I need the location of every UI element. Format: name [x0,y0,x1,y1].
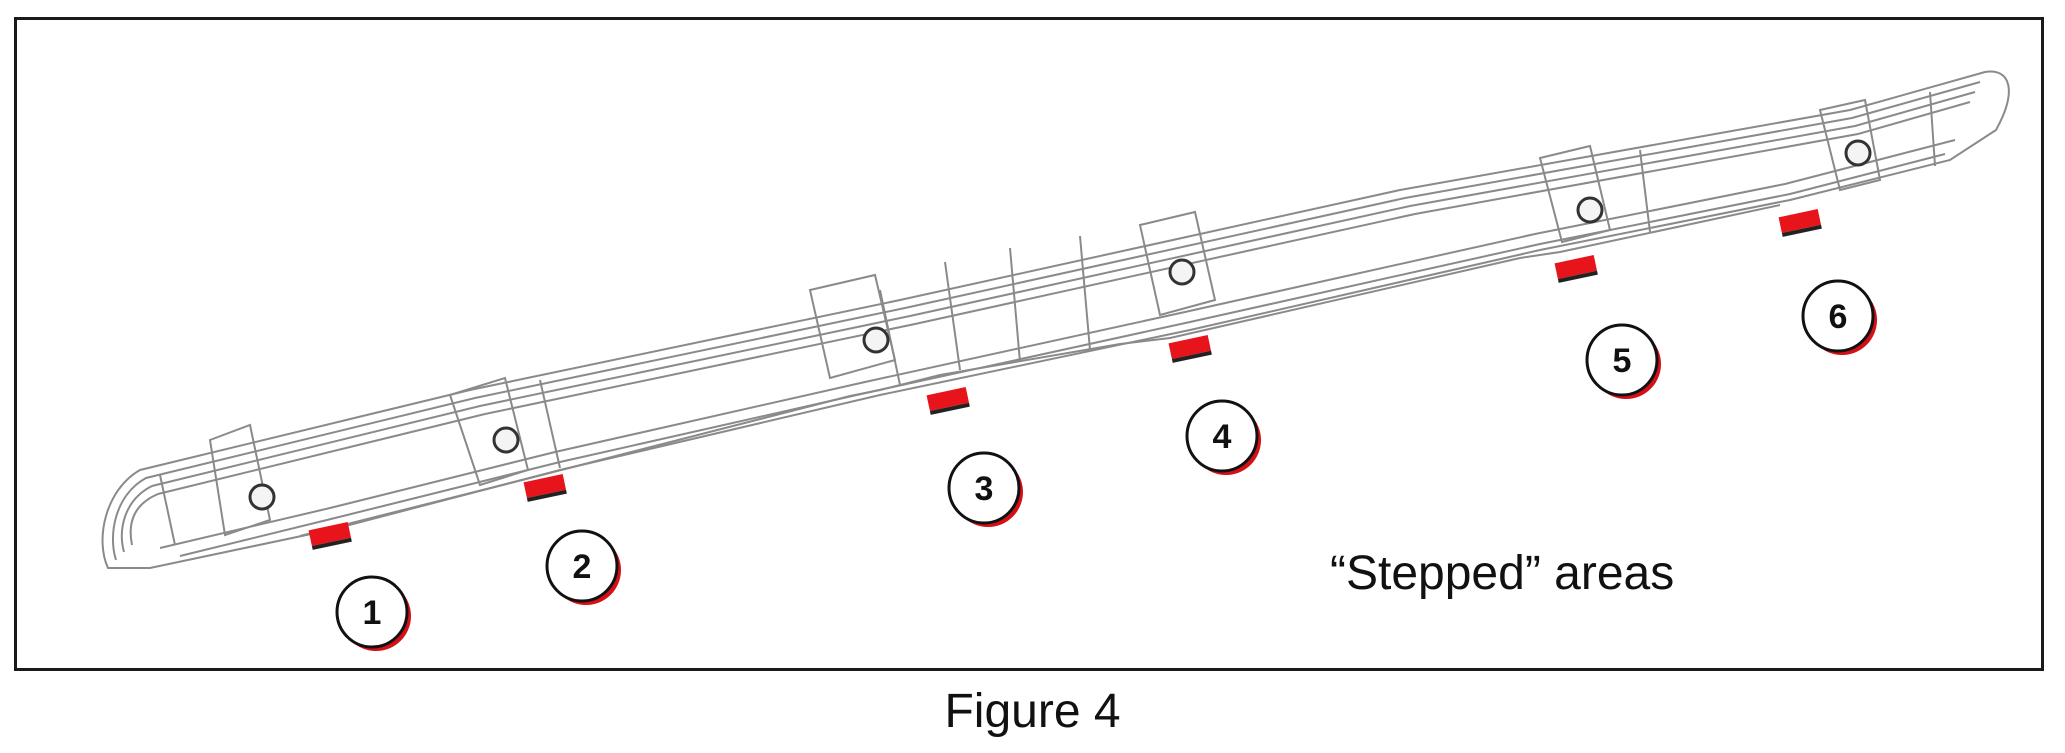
stepped-pad [1168,335,1212,360]
callout-6-label: 6 [1829,298,1848,336]
callout-2: 2 [545,529,621,605]
clip-fasteners [248,139,1872,511]
callout-3-label: 3 [975,470,994,508]
stepped-pad [926,387,970,412]
clip-fastener [1168,258,1196,286]
callout-3: 3 [947,451,1023,527]
stepped-pad [1778,209,1822,234]
clip-fastener [862,326,890,354]
stepped-areas-label: “Stepped” areas [1330,547,1675,600]
clip-fastener [248,483,276,511]
callout-1-label: 1 [363,594,382,632]
callout-1: 1 [335,575,411,651]
stepped-pad [308,522,352,547]
stepped-pad [1554,255,1598,280]
clip-fastener [1576,196,1604,224]
figure-caption: Figure 4 [944,685,1121,738]
clip-fastener [1844,139,1872,167]
clip-fastener [492,426,520,454]
stepped-pad [523,474,567,499]
callout-4: 4 [1185,399,1261,475]
figure-frame [14,17,2044,671]
bar-body-outline [101,70,2010,569]
callout-4-label: 4 [1213,418,1232,456]
callout-5: 5 [1585,323,1661,399]
callout-2-label: 2 [573,548,592,586]
stepped-pads [308,209,1822,550]
callout-5-label: 5 [1613,342,1632,380]
callout-6: 6 [1801,279,1877,355]
